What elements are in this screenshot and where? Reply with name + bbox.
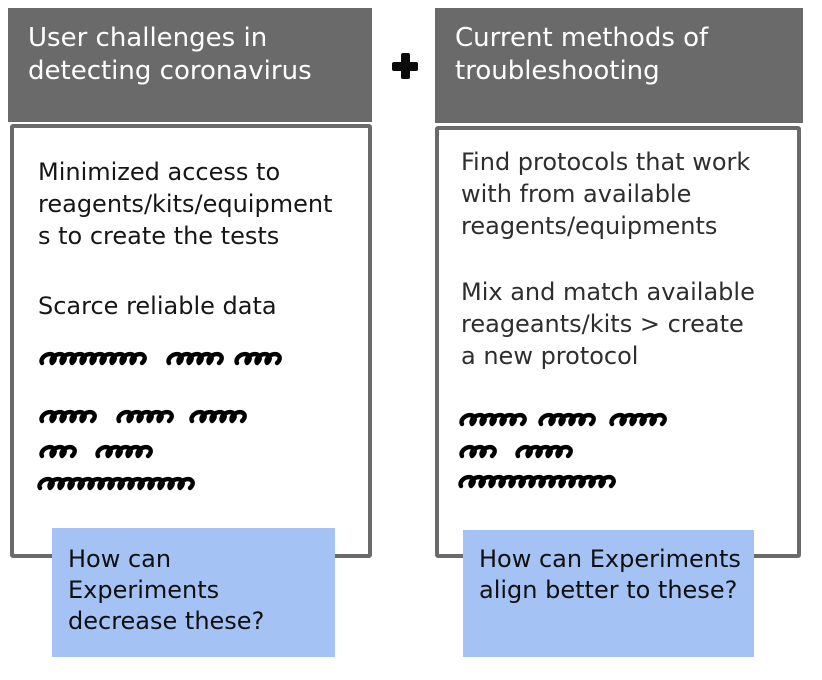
plus-icon [392, 53, 418, 79]
redacted-scribble-line [456, 410, 669, 434]
right-question-note: How can Experiments align better to thes… [463, 530, 754, 657]
scribble-stroke [459, 444, 497, 459]
right-header: Current methods of troubleshooting [435, 8, 803, 123]
plus-icon-vertical-bar [400, 53, 410, 79]
left-point-access: Minimized access to reagents/kits/equipm… [38, 158, 333, 250]
right-panel: Find protocols that work with from avail… [435, 126, 801, 558]
scribble-stroke [459, 412, 527, 427]
scribble-stroke [458, 474, 616, 489]
left-question-text: How can Experiments decrease these? [68, 545, 265, 635]
left-panel-body: Minimized access to reagents/kits/equipm… [14, 128, 368, 322]
redacted-scribble-line [36, 442, 157, 466]
scribble-stroke [515, 444, 573, 459]
scribble-stroke [166, 351, 224, 366]
left-header-title: User challenges in detecting coronavirus [28, 23, 312, 86]
redacted-scribble-line [36, 407, 250, 431]
right-question-text: How can Experiments align better to thes… [479, 545, 741, 604]
scribble-stroke [609, 412, 667, 427]
scribble-stroke [116, 409, 174, 424]
scribble-stroke [39, 444, 77, 459]
redacted-scribble-line [36, 349, 284, 373]
redacted-scribble-line [34, 474, 195, 498]
right-panel-body: Find protocols that work with from avail… [439, 130, 797, 372]
right-point-mix-match: Mix and match available reageants/kits >… [461, 278, 755, 370]
right-point-protocols: Find protocols that work with from avail… [461, 148, 751, 240]
right-header-title: Current methods of troubleshooting [455, 23, 709, 86]
scribble-stroke [538, 412, 596, 427]
scribble-stroke [234, 351, 282, 366]
scribble-stroke [189, 409, 247, 424]
left-point-data: Scarce reliable data [38, 292, 277, 320]
redacted-scribble-line [455, 472, 616, 496]
scribble-stroke [95, 444, 153, 459]
left-question-note: How can Experiments decrease these? [52, 528, 335, 657]
scribble-stroke [39, 351, 147, 366]
left-header: User challenges in detecting coronavirus [8, 8, 372, 122]
scribble-stroke [39, 409, 97, 424]
redacted-scribble-line [456, 442, 575, 466]
scribble-stroke [37, 476, 195, 491]
